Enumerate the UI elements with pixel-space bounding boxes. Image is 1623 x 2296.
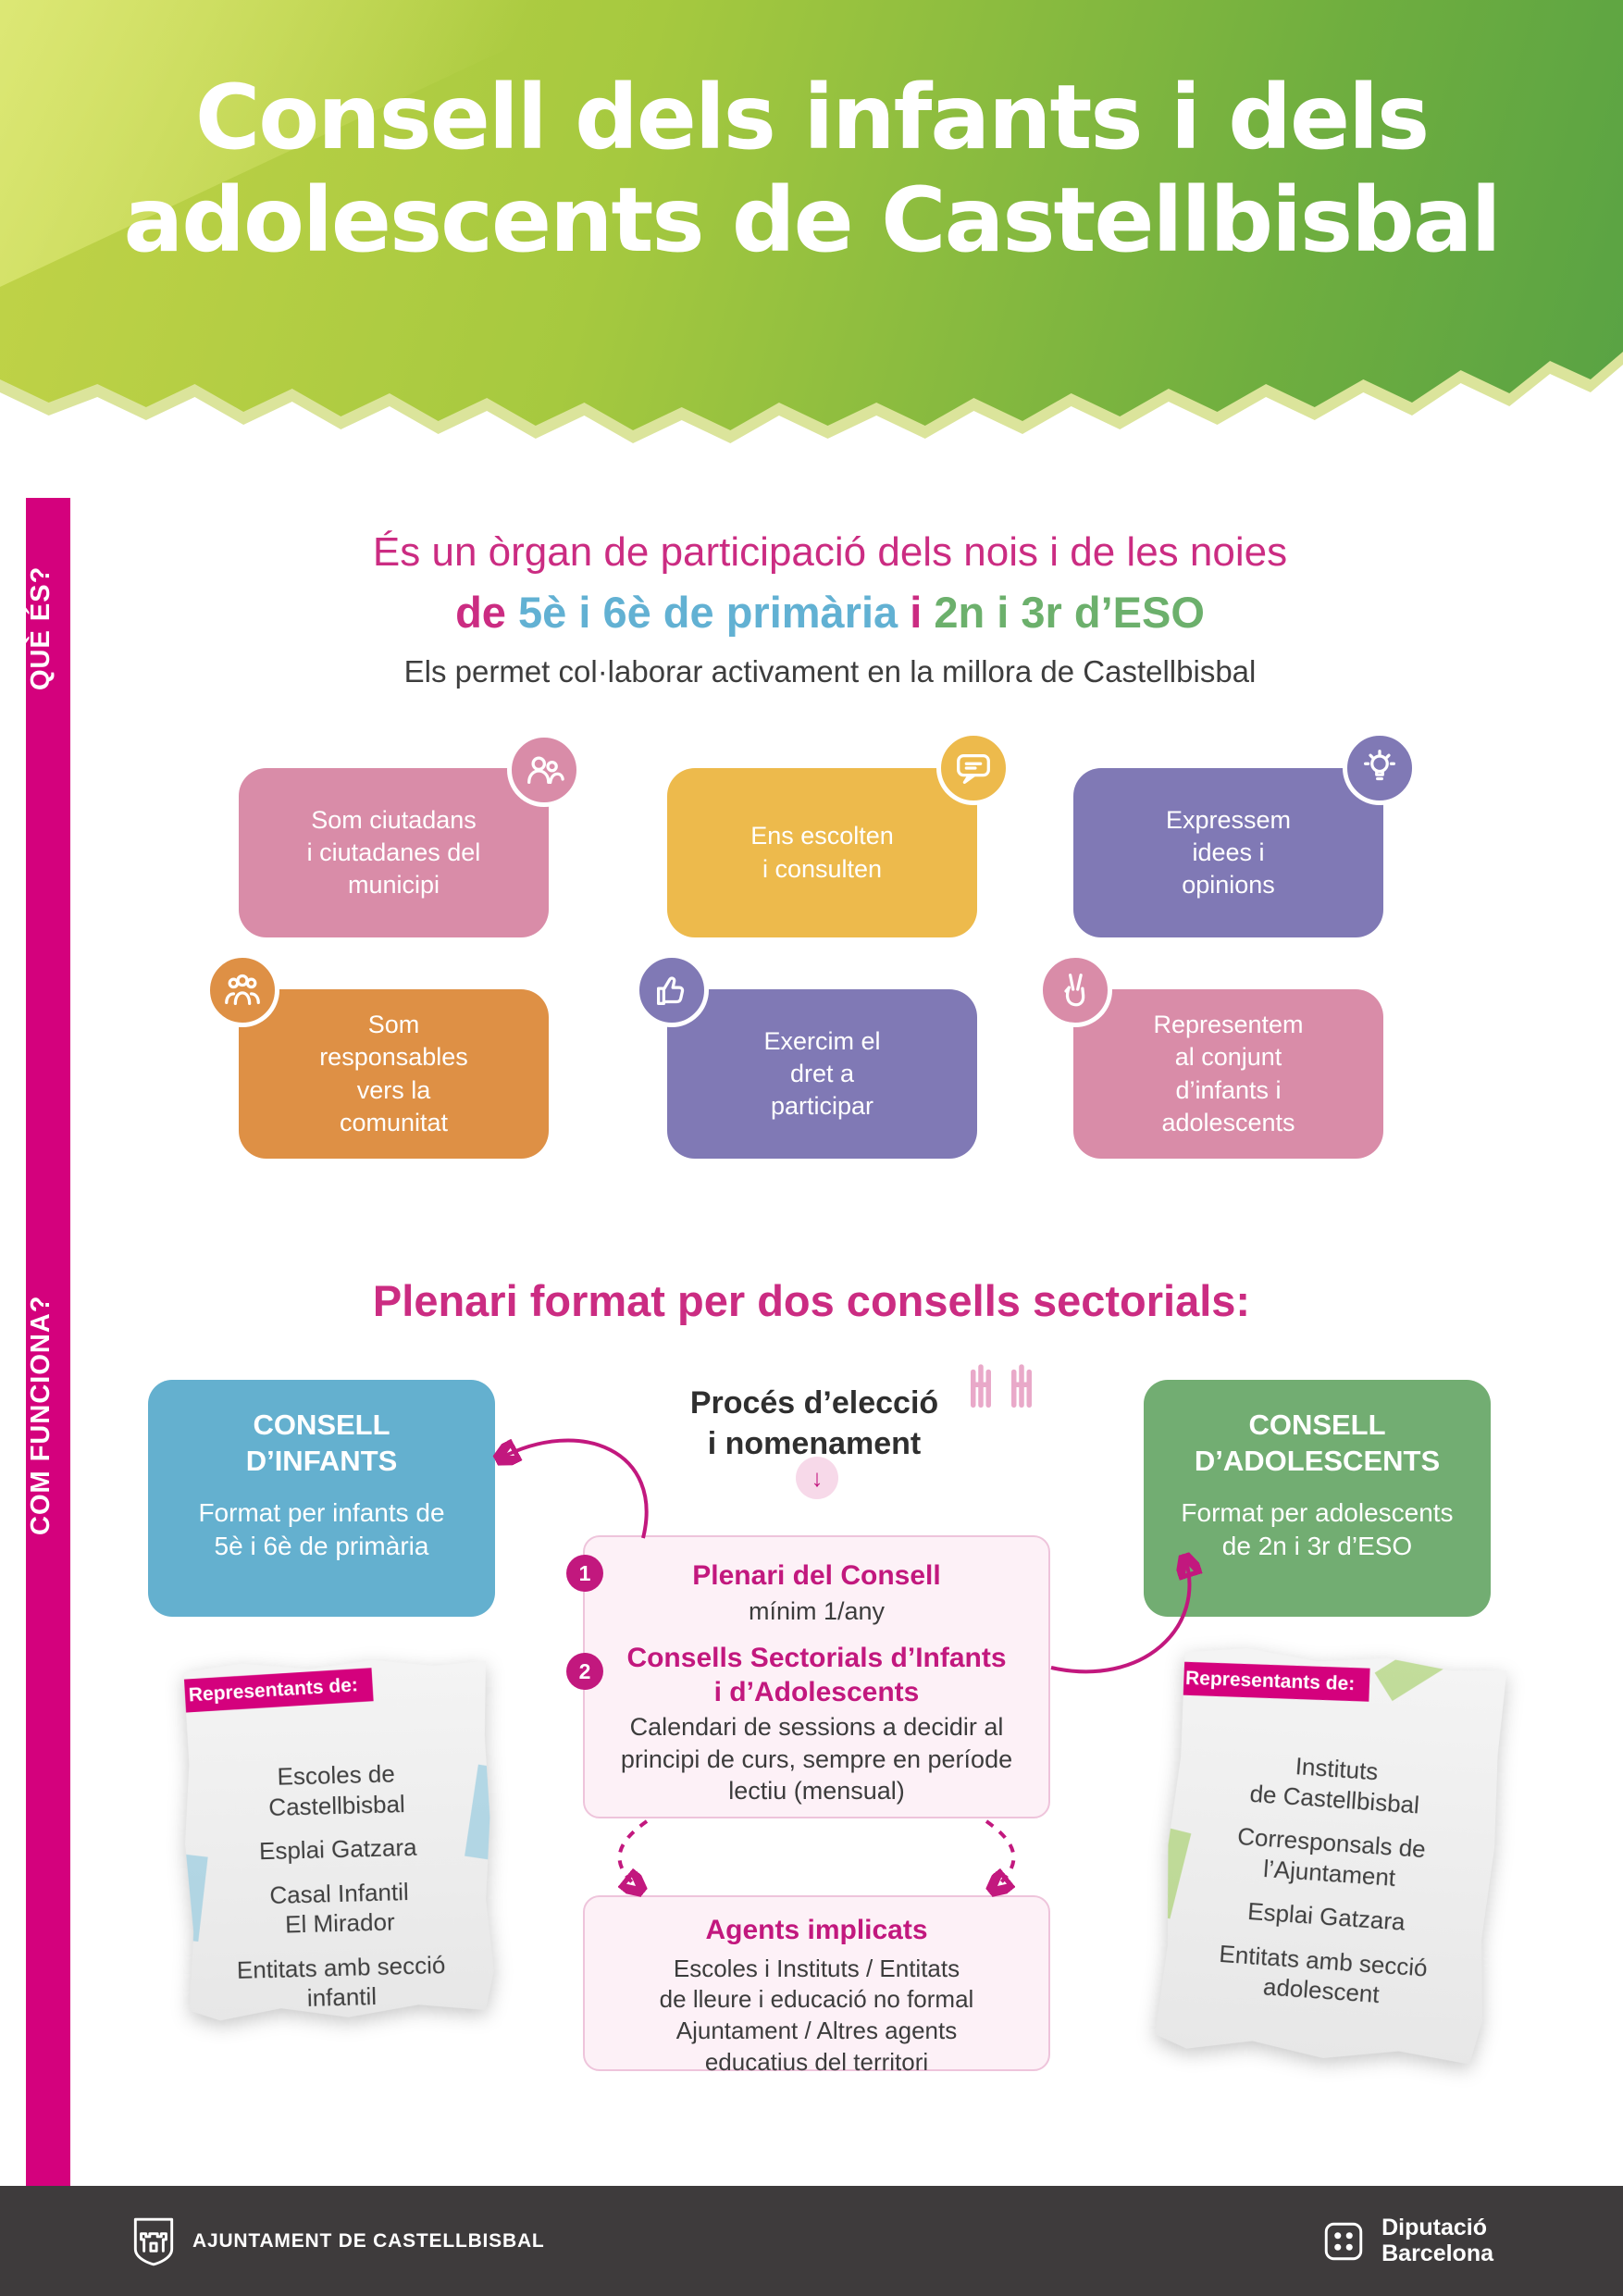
card-responsables: Som responsables vers la comunitat [239,989,549,1159]
page-title: Consell dels infants i dels adolescents … [0,66,1623,273]
intro-subtitle: Els permet col·laborar activament en la … [403,654,1257,689]
intro-de: de [455,588,506,637]
how-heading: Plenari format per dos consells sectoria… [372,1276,1251,1325]
step2-number-badge: 2 [566,1653,603,1690]
intro-line2: de 5è i 6è de primària i 2n i 3r d’ESO [83,587,1577,638]
intro-eso-grades: 2n i 3r d’ESO [934,588,1205,637]
card-idees: Expressem idees i opinions [1073,768,1383,937]
intro-primary-grades: 5è i 6è de primària [518,588,898,637]
note-item: Entitats amb secció adolescent [1218,1939,1429,2008]
card-representem: Representem al conjunt d’infants i adole… [1073,989,1383,1159]
note-item: Escoles de Castellbisbal [267,1759,406,1821]
card-ciutadans: Som ciutadans i ciutadanes del municipi [239,768,549,937]
step1-body: mínim 1/any [748,1596,886,1625]
peace-hand-icon [1038,953,1112,1027]
consell-adolescents-body: Format per adolescents de 2n i 3r d’ESO [1181,1497,1454,1560]
consell-adolescents-title: CONSELL D’ADOLESCENTS [1194,1409,1441,1477]
card-escolten: Ens escolten i consulten [667,768,977,937]
step1-number-badge: 1 [566,1555,603,1592]
castellbisbal-crest-icon [133,2217,174,2265]
diputacio-logo: Diputació Barcelona [1320,2215,1493,2266]
representants-adolescents-note: Representants de: Instituts de Castellbi… [1154,1644,1507,2068]
section-label-que-es: QUÈ ÉS? [26,565,56,691]
note-item: Casal Infantil El Mirador [268,1877,410,1939]
intro-block: És un òrgan de participació dels nois i … [83,529,1577,689]
card-label: Exercim el dret a participar [763,1026,881,1121]
intro-i: i [910,588,923,637]
citizens-icon [507,733,581,807]
consell-infants-body: Format per infants de 5è i 6è de primàri… [198,1497,445,1560]
card-label: Representem al conjunt d’infants i adole… [1153,1011,1304,1136]
agents-body: Escoles i Instituts / Entitats de lleure… [659,1954,974,2076]
agents-box: Agents implicats Escoles i Instituts / E… [583,1895,1050,2076]
card-label: Som responsables vers la comunitat [319,1011,468,1136]
down-arrow-icon: ↓ [796,1457,838,1499]
tape-decoration [1375,1631,1460,1701]
vote-icon [635,953,709,1027]
ajuntament-logo: AJUNTAMENT DE CASTELLBISBAL [130,2215,545,2268]
step1-title: Plenari del Consell [692,1560,941,1591]
section-strip: QUÈ ÉS? COM FUNCIONA? [26,498,70,2186]
card-label: Expressem idees i opinions [1165,805,1292,900]
intro-line1: És un òrgan de participació dels nois i … [372,529,1288,575]
note-item: Entitats amb secció infantil [236,1950,446,2012]
note-item: Corresponsals de l’Ajuntament [1236,1821,1427,1892]
diputacio-label: Diputació Barcelona [1381,2215,1493,2266]
footer-bar: AJUNTAMENT DE CASTELLBISBAL Diputació Ba… [0,2186,1623,2296]
consell-adolescents-box: CONSELL D’ADOLESCENTS Format per adolesc… [1144,1380,1491,1617]
note-item: Esplai Gatzara [1246,1896,1406,1936]
consell-infants-title: CONSELL D’INFANTS [245,1409,398,1477]
header-banner: Consell dels infants i dels adolescents … [0,0,1623,463]
representants-infants-note: Representants de: Escoles de Castellbisb… [180,1657,495,2022]
diputacio-line1: Diputació [1381,2215,1488,2240]
representants-label: Representants de: [1170,1661,1369,1701]
page-title-line1: Consell dels infants i dels [194,66,1430,169]
note-item: Esplai Gatzara [258,1832,417,1866]
process-label: Procés d’elecció i nomenament [689,1385,939,1462]
note-item: Instituts de Castellbisbal [1248,1752,1420,1819]
card-label: Ens escolten i consulten [750,822,894,883]
step2-title: Consells Sectorials d’Infants i d’Adoles… [626,1643,1007,1707]
card-dret-participar: Exercim el dret a participar [667,989,977,1159]
page-title-line2: adolescents de Castellbisbal [123,168,1501,273]
speech-bubble-icon [936,731,1010,805]
idea-icon [1343,731,1417,805]
representants-label: Representants de: [173,1668,374,1713]
torn-paper: Representants de: Escoles de Castellbisb… [180,1657,495,2022]
consell-infants-box: CONSELL D’INFANTS Format per infants de … [148,1380,495,1617]
dashed-connector-right [986,1819,1016,1890]
card-label: Som ciutadans i ciutadanes del municipi [306,805,481,900]
diputacio-icon [1324,2222,1363,2260]
community-icon [205,953,279,1027]
agents-title: Agents implicats [705,1915,928,1945]
plenari-steps-box: Plenari del Consell mínim 1/any Consells… [583,1535,1050,1818]
ajuntament-label: AJUNTAMENT DE CASTELLBISBAL [192,2229,545,2252]
diputacio-line2: Barcelona [1381,2240,1493,2266]
torn-paper: Representants de: Instituts de Castellbi… [1154,1644,1507,2068]
raised-hands-icon [960,1344,1042,1415]
step2-body: Calendari de sessions a decidir al princ… [620,1713,1013,1806]
dashed-connector-left [617,1819,647,1890]
